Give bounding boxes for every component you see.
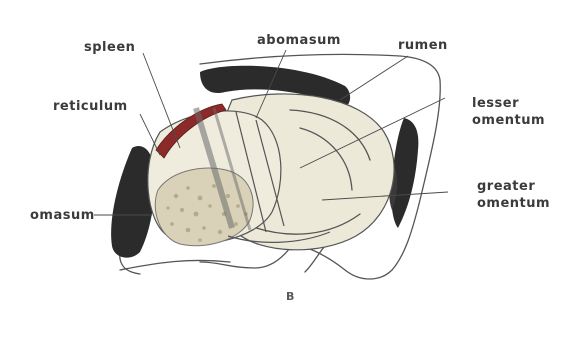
label-rumen: rumen: [398, 38, 448, 53]
label-omasum: omasum: [30, 208, 95, 223]
label-lesser-omentum-line2: omentum: [472, 113, 545, 128]
panel-letter: B: [286, 290, 294, 303]
label-lesser-omentum-line1: lesser: [472, 96, 519, 111]
label-abomasum: abomasum: [257, 33, 341, 48]
label-reticulum: reticulum: [53, 99, 128, 114]
label-greater-omentum-line1: greater: [477, 179, 535, 194]
label-spleen: spleen: [84, 40, 135, 55]
label-greater-omentum-line2: omentum: [477, 196, 550, 211]
